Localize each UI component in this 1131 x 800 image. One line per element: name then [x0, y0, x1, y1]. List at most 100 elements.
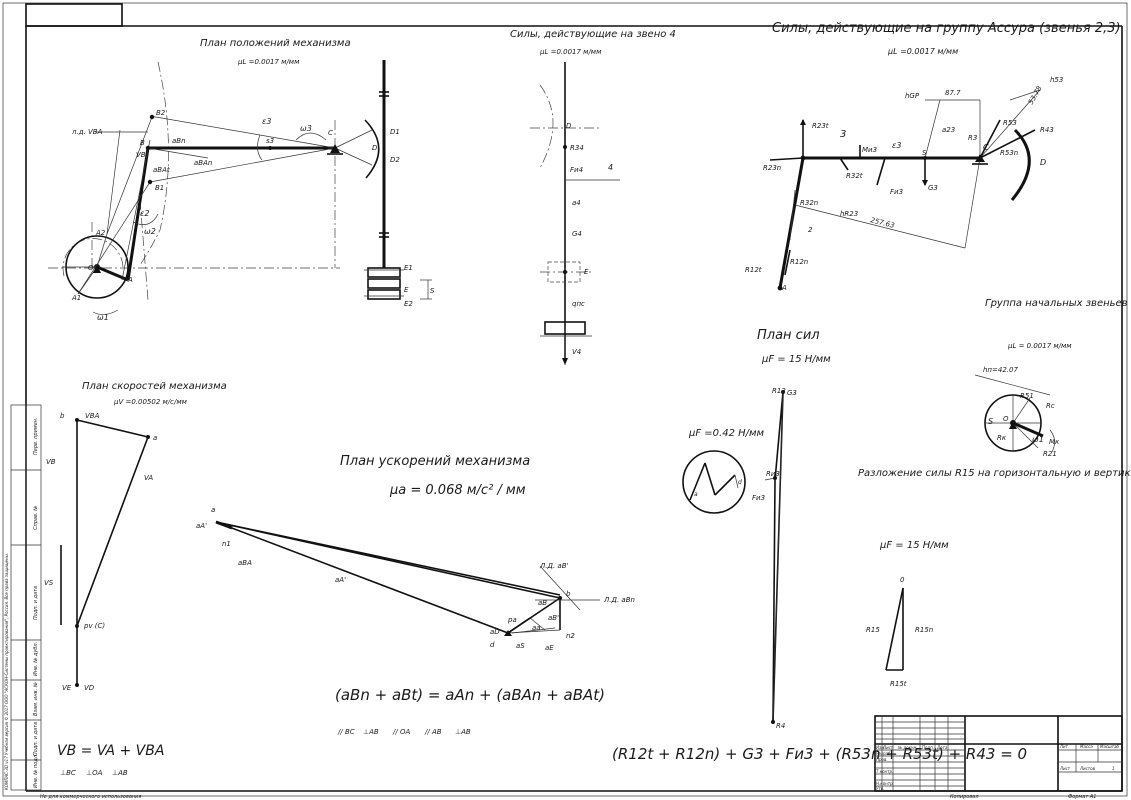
assur-title: Силы, действующие на группу Ассура (звен…: [772, 21, 1121, 36]
label-omega1: ω1: [97, 313, 109, 322]
acc-ld-abn: Л.Д. aBn: [603, 596, 635, 604]
label-b: B: [140, 139, 145, 147]
tb-col-1: Масса: [1080, 744, 1093, 749]
vector-va: [76, 436, 149, 627]
force-inset-scale: μF =0.42 Н/мм: [688, 428, 765, 439]
assur-r43: R43: [1040, 126, 1054, 134]
accel-plan: План ускорений механизма μa = 0.068 м/с²…: [196, 454, 635, 736]
crank-link: [96, 265, 129, 282]
assur-r3: R3: [968, 134, 977, 142]
initial-r21: R21: [1043, 450, 1057, 458]
label-eps3: ε3: [262, 117, 271, 126]
vector-r15: [885, 587, 904, 671]
link4-qpc: qпс: [572, 300, 585, 308]
side-strip: Перв. примен. Справ. № Подп. и дата Инв.…: [4, 404, 42, 791]
assur-a23: a23: [942, 126, 955, 134]
force-equation: (R12t + R12n) + G3 + Fи3 + (R53n + R53t)…: [612, 745, 1027, 763]
label-b1: B1: [155, 184, 164, 192]
assur-r12n: R12n: [790, 258, 808, 266]
link4-fi4: Fи4: [570, 166, 583, 174]
connecting-rod-ab: [126, 147, 150, 281]
assur-r12t: R12t: [745, 266, 762, 274]
title-block: Изм. Лист № докум. Подп. Дата Разраб. Пр…: [874, 715, 1123, 792]
label-d: D: [372, 144, 378, 152]
force-r4: R4: [776, 722, 785, 730]
label-ld-vba: л.д. VBA: [71, 128, 103, 136]
force-scale: μF = 15 Н/мм: [761, 354, 831, 365]
tb-col-0: Лит.: [1059, 744, 1069, 749]
r15-r15n: R15n: [915, 626, 933, 634]
velocity-scale: μV =0.00502 м/с/мм: [113, 398, 188, 406]
footer-left: Не для коммерческого использования: [40, 794, 141, 800]
assur-s: S: [922, 149, 927, 157]
accel-title: План ускорений механизма: [340, 454, 530, 469]
force-inset-d: d: [738, 479, 742, 486]
label-e2: E2: [404, 300, 413, 308]
acc-n1: n1: [222, 540, 231, 548]
assur-c: C: [983, 143, 989, 152]
vel-ve: VE: [62, 684, 72, 692]
r15-title: Разложение силы R15 на горизонтальную и …: [858, 468, 1131, 479]
initial-scale: μL = 0.0017 м/мм: [1007, 342, 1072, 350]
initial-title: Группа начальных звеньев (звенья 1, 5): [985, 298, 1131, 309]
vector-vba: [76, 419, 149, 438]
acc-aB: aB: [538, 599, 547, 607]
side-cell-3: Инв. № дубл.: [33, 642, 39, 676]
label-a1: A1: [71, 294, 81, 302]
assur-d25763: 257.63: [870, 216, 896, 230]
side-cell-4: Взам. инв. №: [33, 682, 39, 716]
label-omega3: ω3: [300, 124, 312, 133]
link4-four: 4: [608, 163, 613, 172]
accel-equation: (aBn + aBt) = aAn + (aBAn + aBAt): [335, 686, 605, 704]
side-cell-2: Подп. и дата: [33, 586, 39, 620]
side-cell-1: Справ. №: [33, 506, 39, 530]
tb-col-5: 1: [1112, 766, 1115, 771]
assur-mi3: Mи3: [862, 146, 877, 154]
vel-va: VA: [144, 474, 153, 482]
top-stamp-box: [25, 3, 123, 27]
link4-forces: Силы, действующие на звено 4 μL =0.0017 …: [510, 29, 676, 365]
acc-n2: n2: [566, 632, 575, 640]
acc-aS: aS: [516, 642, 525, 650]
acc-b: b: [566, 590, 571, 598]
footer: Не для коммерческого использования Копир…: [40, 794, 1096, 800]
label-s3: s3: [266, 137, 274, 145]
tb-row-1: Лист: [882, 745, 894, 750]
force-title: План сил: [757, 328, 820, 343]
vel-cond-0: ⊥BC: [60, 769, 76, 777]
acc-pa: pa: [507, 616, 517, 624]
assur-group: Силы, действующие на группу Ассура (звен…: [745, 21, 1121, 292]
tb-row-8: Н.контр.: [876, 781, 894, 786]
assur-d5378: 53.78: [1027, 84, 1044, 106]
acc-aD: aD: [490, 628, 500, 636]
label-aba-n: aBAn: [194, 159, 212, 167]
label-vb: VB: [136, 151, 146, 159]
tb-row-2: № докум.: [897, 745, 918, 750]
initial-rk: Rк: [997, 434, 1007, 442]
label-eps2: ε2: [140, 209, 149, 218]
label-c: C: [328, 129, 333, 137]
r15-decomp: Разложение силы R15 на горизонтальную и …: [858, 468, 1131, 688]
label-e: E: [404, 286, 409, 294]
acc-cond-4: ⊥AB: [455, 728, 471, 736]
label-b2: B2: [156, 109, 166, 117]
footer-copied: Копировал: [950, 794, 979, 800]
link4-r34: R34: [570, 144, 584, 152]
acc-ld-ab: Л.Д. aB': [539, 562, 568, 570]
label-e1: E1: [404, 264, 413, 272]
assur-hr23: hR23: [840, 210, 858, 218]
label-a2: A2: [95, 229, 106, 237]
initial-h: hп=42.07: [983, 366, 1018, 374]
tb-row-3: Подп.: [922, 745, 934, 750]
side-strip-note: КОМПАС-3D v17 Учебная версия © 2017 ООО …: [4, 553, 9, 790]
r15-r15: R15: [866, 626, 880, 634]
tb-col-2: Масштаб: [1100, 744, 1120, 749]
label-omega2: ω2: [144, 227, 156, 236]
vel-cond-1: ⊥OA: [86, 769, 103, 777]
assur-h53: h53: [1050, 76, 1063, 84]
assur-three: 3: [840, 129, 846, 140]
assur-two: 2: [808, 226, 813, 234]
label-d2: D2: [390, 156, 400, 164]
force-inset-a: a: [694, 491, 698, 498]
